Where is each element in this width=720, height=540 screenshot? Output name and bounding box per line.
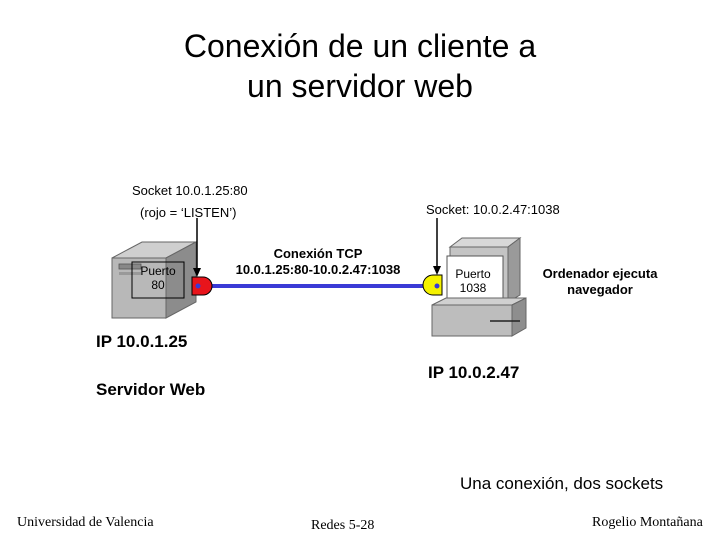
client-browser-line-2: navegador	[567, 282, 633, 297]
title-line-2: un servidor web	[247, 68, 473, 104]
server-port-line-2: 80	[151, 278, 165, 292]
server-socket-marker	[191, 276, 213, 296]
tcp-connection-label: Conexión TCP 10.0.1.25:80-10.0.2.47:1038	[218, 246, 418, 278]
tcp-connection-label-line-2: 10.0.1.25:80-10.0.2.47:1038	[235, 262, 401, 277]
footer-author: Rogelio Montañana	[592, 515, 703, 530]
footer-university: Universidad de Valencia	[17, 515, 154, 530]
server-socket-arrow	[193, 218, 201, 277]
client-socket-label: Socket: 10.0.2.47:1038	[426, 202, 560, 217]
title-line-1: Conexión de un cliente a	[183, 28, 537, 64]
footer-slide-number: Redes 5-28	[311, 518, 375, 533]
slide-title: Conexión de un cliente a un servidor web	[0, 26, 720, 106]
client-computer-icon	[431, 237, 527, 337]
server-port-label: Puerto 80	[132, 264, 184, 292]
client-ip-label: IP 10.0.2.47	[428, 363, 520, 382]
client-browser-label: Ordenador ejecuta navegador	[530, 266, 670, 298]
server-state-label: (rojo = ‘LISTEN’)	[140, 205, 237, 220]
client-socket-marker	[422, 274, 443, 296]
server-tower-icon	[111, 241, 197, 319]
server-socket-label: Socket 10.0.1.25:80	[132, 183, 248, 198]
client-port-label: Puerto 1038	[450, 267, 496, 295]
client-browser-line-1: Ordenador ejecuta	[542, 266, 658, 281]
client-port-line-1: Puerto	[455, 267, 491, 281]
server-ip-label: IP 10.0.1.25	[96, 332, 188, 351]
server-port-box	[131, 261, 185, 299]
slide-caption: Una conexión, dos sockets	[460, 474, 664, 493]
server-port-line-1: Puerto	[140, 264, 176, 278]
client-port-line-2: 1038	[459, 281, 487, 295]
client-socket-arrow	[433, 218, 441, 275]
tcp-connection-label-line-1: Conexión TCP	[273, 246, 363, 261]
server-name-label: Servidor Web	[96, 380, 206, 399]
